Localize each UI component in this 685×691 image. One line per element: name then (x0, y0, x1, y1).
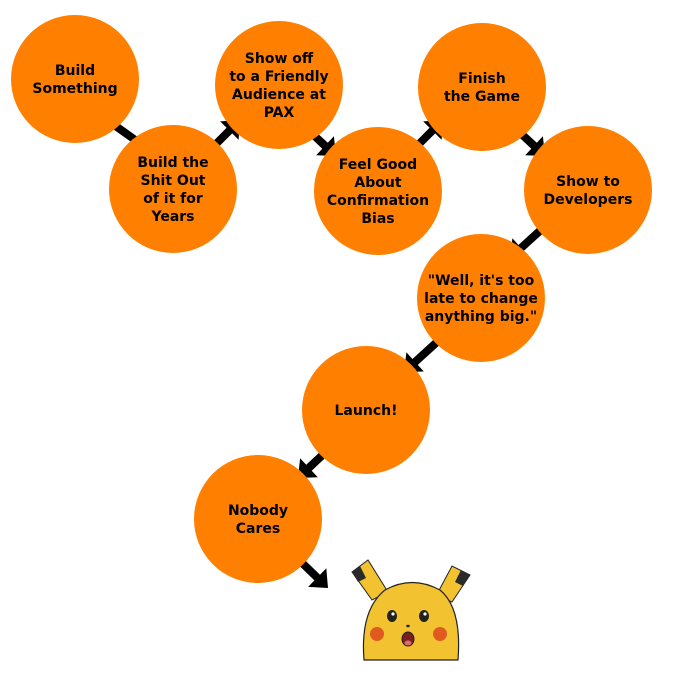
node-circle (314, 127, 442, 255)
node-circle (524, 126, 652, 254)
node-label-line: Build (55, 63, 95, 79)
node-label-line: PAX (264, 105, 295, 121)
node-label-line: Bias (361, 211, 394, 227)
node-label-line: to a Friendly (229, 69, 328, 85)
node-too-late: "Well, it's too late to change anything bi… (417, 234, 545, 362)
node-label-line: anything big." (425, 309, 537, 325)
node-label-line: Something (32, 81, 117, 97)
node-circle (11, 15, 139, 143)
node-label-line: Finish (458, 71, 505, 87)
node-launch: Launch! (302, 346, 430, 474)
node-circle (194, 455, 322, 583)
node-show-developers: Show to Developers (524, 126, 652, 254)
node-label-line: late to change (424, 291, 538, 307)
node-label-line: Show to (556, 174, 620, 190)
node-circle (215, 21, 343, 149)
node-label-line: Nobody (228, 503, 288, 519)
node-label-line: Show off (245, 51, 314, 67)
surprised-pikachu-icon (352, 560, 470, 660)
node-circle (109, 125, 237, 253)
node-label-line: Build the (137, 155, 208, 171)
node-circle (418, 23, 546, 151)
node-label-line: About (354, 175, 401, 191)
node-finish-game: Finish the Game (418, 23, 546, 151)
node-label-line: of it for (143, 191, 203, 207)
node-label-line: Launch! (335, 403, 398, 419)
node-label-line: Shit Out (141, 173, 206, 189)
node-label-line: the Game (444, 89, 520, 105)
node-label-line: Feel Good (339, 157, 417, 173)
node-label-line: Audience at (232, 87, 326, 103)
node-label-line: Confirmation (327, 193, 429, 209)
node-label-line: "Well, it's too (428, 273, 535, 289)
node-label-line: Cares (236, 521, 280, 537)
node-label-line: Developers (544, 192, 633, 208)
node-label-line: Years (150, 209, 194, 225)
